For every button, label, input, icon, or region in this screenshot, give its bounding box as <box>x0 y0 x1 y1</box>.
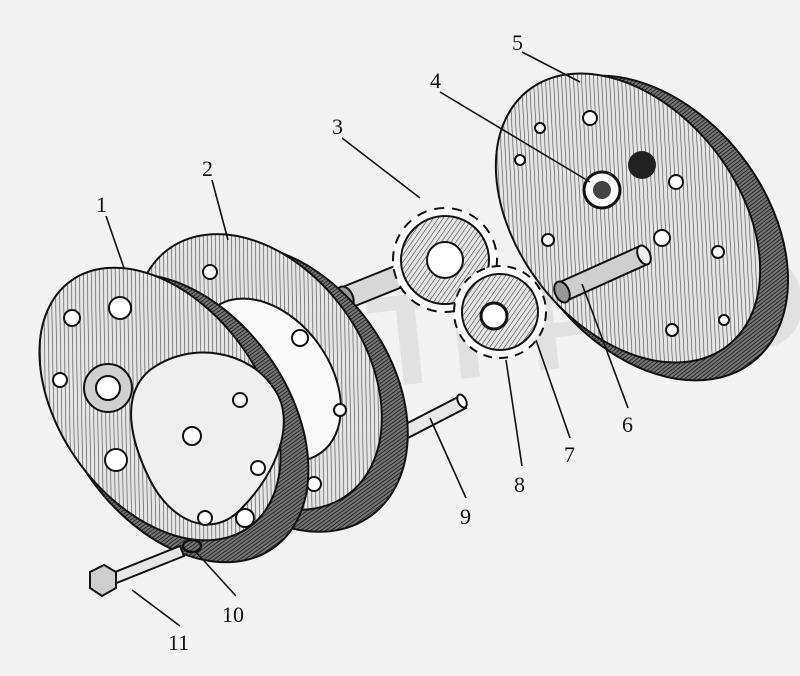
label-part-7: 7 <box>564 442 575 467</box>
label-part-4: 4 <box>430 68 441 93</box>
label-part-3: 3 <box>332 114 343 139</box>
leader-lines <box>105 51 629 627</box>
label-part-10: 10 <box>222 602 244 627</box>
label-part-6: 6 <box>622 412 633 437</box>
label-part-8: 8 <box>514 472 525 497</box>
label-part-5: 5 <box>512 30 523 55</box>
part-11-bolt <box>89 544 186 598</box>
part-labels: 1 2 3 4 5 6 7 8 9 10 11 <box>96 30 633 655</box>
label-part-2: 2 <box>202 156 213 181</box>
part-10-washer <box>181 538 203 554</box>
label-part-9: 9 <box>460 504 471 529</box>
part-1-front-cover <box>38 266 310 564</box>
part-8-driven-gear <box>453 265 547 359</box>
part-6-shaft <box>553 244 652 304</box>
label-part-1: 1 <box>96 192 107 217</box>
label-part-11: 11 <box>168 630 189 655</box>
